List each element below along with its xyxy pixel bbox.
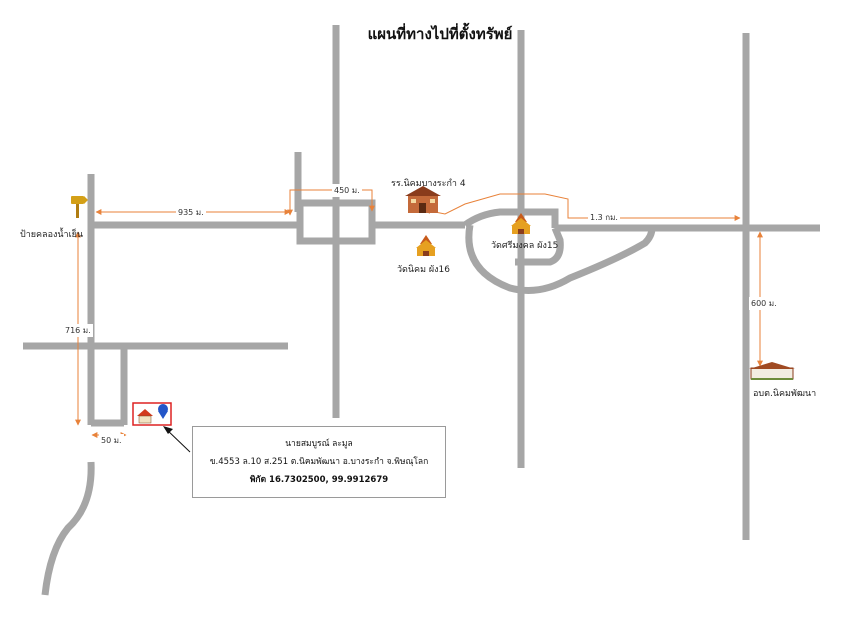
property-owner: นายสมบูรณ์ ละมูล — [285, 439, 353, 449]
property-info-box: นายสมบูรณ์ ละมูล ข.4553 ล.10 ส.251 ต.นิค… — [192, 426, 446, 498]
temple-icon — [416, 235, 436, 256]
distance-label-600: 600 ม. — [749, 297, 779, 310]
road-main-curve — [462, 208, 559, 228]
arrow-450 — [287, 189, 375, 216]
info-pointer — [163, 426, 191, 453]
arrow-13km — [424, 193, 741, 221]
property-marker — [132, 402, 172, 426]
temple-icon — [511, 213, 531, 234]
map-title: แผนที่ทางไปที่ตั้งทรัพย์ — [367, 25, 513, 43]
government-building-icon — [749, 362, 795, 380]
school-icon — [405, 186, 441, 213]
distance-label-716: 716 ม. — [63, 324, 93, 337]
property-coordinates: พิกัด 16.7302500, 99.9912679 — [249, 475, 389, 485]
label-temple-16: วัดนิคม ผัง16 — [397, 265, 450, 275]
distance-label-450: 450 ม. — [332, 184, 362, 197]
intersection-block — [296, 199, 376, 245]
roads — [23, 25, 820, 596]
label-sao: อบต.นิคมพัฒนา — [753, 389, 817, 399]
distance-label-935: 935 ม. — [176, 206, 206, 219]
road-loop — [465, 224, 656, 294]
house-icon — [137, 409, 153, 424]
distance-label-50: 50 ม. — [99, 434, 124, 447]
label-school: รร.นิคมบางระกำ 4 — [391, 179, 466, 189]
property-deed: ข.4553 ล.10 ส.251 ต.นิคมพัฒนา อ.บางระกำ … — [209, 457, 429, 467]
location-pin-icon — [158, 404, 168, 419]
distance-label-1-3km: 1.3 กม. — [588, 211, 620, 224]
road-inner-loop — [515, 226, 564, 266]
signpost-icon — [71, 196, 88, 218]
label-sign: ป้ายคลองน้ำเย็น — [20, 230, 84, 240]
road-south-curve — [41, 461, 95, 596]
label-temple-15: วัดศรีมงคล ผัง15 — [491, 241, 559, 251]
